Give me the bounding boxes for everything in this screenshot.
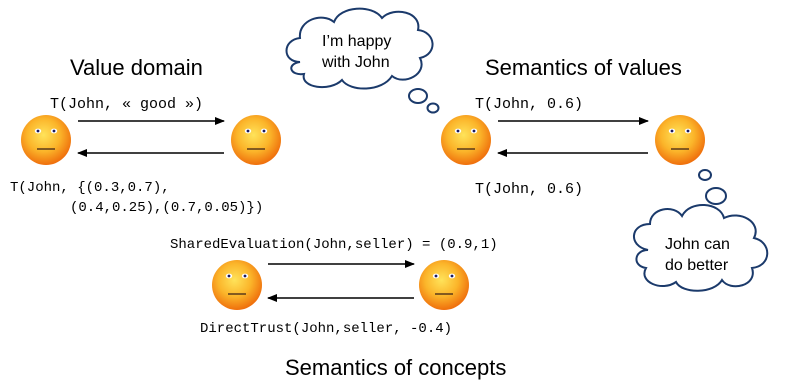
semantics-values-group: T(John, 0.6) T(John, 0.6): [440, 96, 706, 198]
thought-cloud-left: I’m happy with John: [285, 7, 440, 114]
sv-back-message: T(John, 0.6): [475, 181, 583, 198]
thought-left-line1: I’m happy: [322, 33, 391, 50]
agent-face-icon: [20, 114, 72, 166]
semantics-of-values-title: Semantics of values: [485, 55, 682, 80]
thought-bubble-dot: [698, 169, 712, 181]
agent-face-icon: [230, 114, 282, 166]
sc-forward-message: SharedEvaluation(John,seller) = (0.9,1): [170, 237, 498, 253]
semantics-of-concepts-title: Semantics of concepts: [285, 355, 506, 380]
agent-face-icon: [440, 114, 492, 166]
thought-cloud-icon: [633, 203, 769, 292]
value-domain-group: T(John, « good ») T(John, {(0.3,0.7), (0…: [10, 96, 282, 216]
thought-bubble-dot: [408, 88, 428, 104]
value-domain-title: Value domain: [70, 55, 203, 80]
thought-left-line2: with John: [321, 54, 390, 71]
thought-cloud-right: John can do better: [633, 169, 769, 292]
vd-forward-message: T(John, « good »): [50, 96, 203, 113]
sv-forward-message: T(John, 0.6): [475, 96, 583, 113]
thought-bubble-dot: [705, 187, 727, 205]
thought-cloud-icon: [285, 7, 434, 90]
semantics-concepts-group: SharedEvaluation(John,seller) = (0.9,1) …: [170, 237, 498, 337]
agent-face-icon: [211, 259, 263, 311]
vd-back-message-line1: T(John, {(0.3,0.7),: [10, 180, 170, 196]
thought-right-line1: John can: [665, 236, 730, 253]
thought-bubble-dot: [426, 102, 440, 114]
agent-face-icon: [418, 259, 470, 311]
sc-back-message: DirectTrust(John,seller, -0.4): [200, 321, 452, 337]
agent-face-icon: [654, 114, 706, 166]
thought-right-line2: do better: [665, 257, 729, 274]
vd-back-message-line2: (0.4,0.25),(0.7,0.05)}): [70, 200, 263, 216]
